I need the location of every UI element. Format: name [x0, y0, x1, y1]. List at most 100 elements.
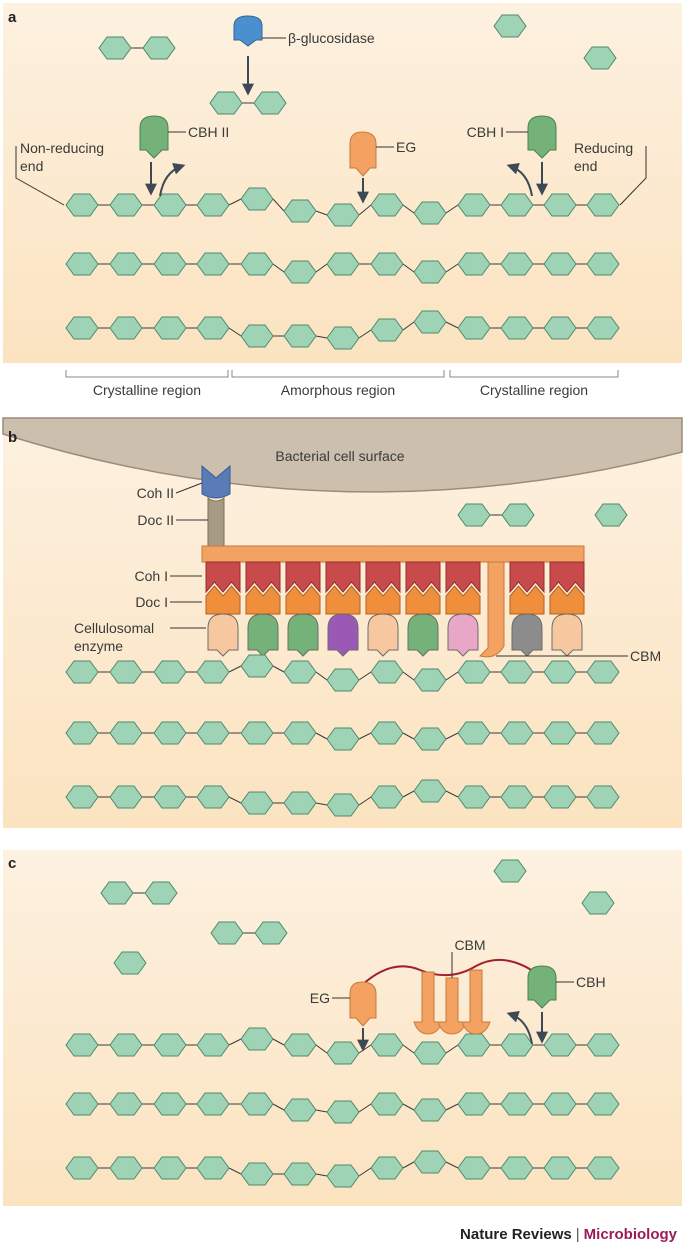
- glucose-unit: [586, 1033, 620, 1057]
- glycosidic-bond: [315, 263, 328, 273]
- panel-c-letter: c: [8, 855, 16, 872]
- glycosidic-bond: [315, 210, 328, 216]
- glycosidic-bond: [445, 263, 459, 273]
- glycosidic-bond: [358, 796, 372, 806]
- glucose-unit: [196, 1092, 230, 1116]
- cbh-i-label: CBH I: [467, 124, 504, 140]
- glycosidic-bond: [228, 665, 242, 673]
- journal-footer: Nature Reviews|Microbiology: [460, 1226, 677, 1243]
- cohesin-i: [405, 561, 441, 594]
- glycosidic-bond: [402, 671, 415, 681]
- glucose-unit: [65, 1033, 99, 1057]
- glucose-unit: [109, 1156, 143, 1180]
- reducing-end-label-line1: Reducing: [574, 140, 633, 156]
- glucose-unit: [543, 193, 577, 217]
- glucose-unit: [153, 721, 187, 745]
- region-brackets: Crystalline region Amorphous region Crys…: [65, 370, 619, 398]
- glucose-unit: [586, 1092, 620, 1116]
- glucose-unit: [500, 660, 534, 684]
- cohesin-i: [205, 561, 241, 594]
- glucose-unit: [457, 1092, 491, 1116]
- glycosidic-bond: [272, 665, 285, 673]
- glucose-unit: [413, 1150, 447, 1174]
- panel-a-letter: a: [8, 9, 17, 26]
- glucose-unit: [326, 793, 360, 817]
- cellulosomal-enzyme-label-line1: Cellulosomal: [74, 620, 154, 636]
- glucose-unit: [370, 721, 404, 745]
- cohesin-i: [285, 561, 321, 594]
- panel-a-background: [3, 3, 682, 363]
- glucose-unit: [413, 201, 447, 225]
- glucose-unit: [457, 660, 491, 684]
- glucose-unit: [493, 14, 527, 38]
- cellulosomal-enzyme: [367, 613, 399, 657]
- non-reducing-end-pointer: [15, 146, 65, 206]
- cbm-modules-c: [413, 969, 491, 1035]
- glucose-unit: [196, 316, 230, 340]
- glycosidic-bond: [445, 1103, 459, 1111]
- glucose-unit: [65, 660, 99, 684]
- glycosidic-bond: [358, 1167, 372, 1177]
- glucose-unit: [240, 654, 274, 678]
- glycosidic-bond: [228, 198, 242, 206]
- glucose-unit: [543, 1092, 577, 1116]
- cellulosomal-enzyme: [551, 613, 583, 657]
- glucose-unit: [153, 252, 187, 276]
- glycosidic-bond: [402, 732, 415, 740]
- glucose-unit: [100, 881, 134, 905]
- glycosidic-bond: [358, 329, 372, 339]
- glycosidic-bond: [445, 204, 459, 214]
- cell-surface-label: Bacterial cell surface: [275, 448, 404, 464]
- glycosidic-bond: [272, 263, 285, 273]
- glucose-unit: [283, 260, 317, 284]
- journal-name: Nature Reviews: [460, 1226, 572, 1243]
- glycosidic-bond: [315, 802, 328, 806]
- cohesin-i: [325, 561, 361, 594]
- dockerin-i: [245, 585, 281, 615]
- glucose-unit: [326, 668, 360, 692]
- glucose-unit: [283, 721, 317, 745]
- glucose-unit: [543, 660, 577, 684]
- glucose-unit: [326, 1100, 360, 1124]
- glucose-unit: [65, 1156, 99, 1180]
- glucose-unit: [586, 785, 620, 809]
- glucose-unit: [586, 252, 620, 276]
- glycosidic-bond: [315, 1173, 328, 1177]
- glucose-unit: [326, 727, 360, 751]
- doc-ii-label: Doc II: [137, 512, 174, 528]
- free-glucose-units-c: [100, 859, 615, 975]
- glucose-unit: [153, 1033, 187, 1057]
- glucose-unit: [196, 252, 230, 276]
- glycosidic-bond: [445, 732, 459, 740]
- panel-c-background: [3, 850, 682, 1206]
- glucose-unit: [500, 1033, 534, 1057]
- glycosidic-bond: [402, 263, 415, 273]
- cellulosomal-enzyme: [287, 613, 319, 657]
- glucose-unit: [457, 503, 491, 527]
- glucose-unit: [500, 252, 534, 276]
- glucose-unit: [583, 46, 617, 70]
- glucose-unit: [144, 881, 178, 905]
- free-glucose-units: [98, 14, 617, 115]
- eg-label: EG: [396, 139, 416, 155]
- glucose-unit: [113, 951, 147, 975]
- coh-i-label: Coh I: [135, 568, 168, 584]
- glycosidic-bond: [228, 327, 242, 337]
- glucose-unit: [196, 193, 230, 217]
- glucose-unit: [581, 891, 615, 915]
- glucose-unit: [283, 1098, 317, 1122]
- dockerin-i: [509, 585, 545, 615]
- cellulosomal-enzyme: [447, 613, 479, 657]
- glucose-unit: [153, 1156, 187, 1180]
- dockerin-i: [445, 585, 481, 615]
- glucose-unit: [413, 260, 447, 284]
- glucose-unit: [594, 503, 628, 527]
- glucose-unit: [283, 791, 317, 815]
- region-label-crystalline-left: Crystalline region: [93, 382, 201, 398]
- region-label-amorphous: Amorphous region: [281, 382, 395, 398]
- non-reducing-end-label-line2: end: [20, 158, 43, 174]
- glycosidic-bond: [315, 1109, 328, 1113]
- panel-a: a β-glucosidase CBH II EG: [3, 3, 682, 363]
- dockerin-ii: [207, 497, 225, 549]
- eg-enzyme: EG: [349, 131, 416, 204]
